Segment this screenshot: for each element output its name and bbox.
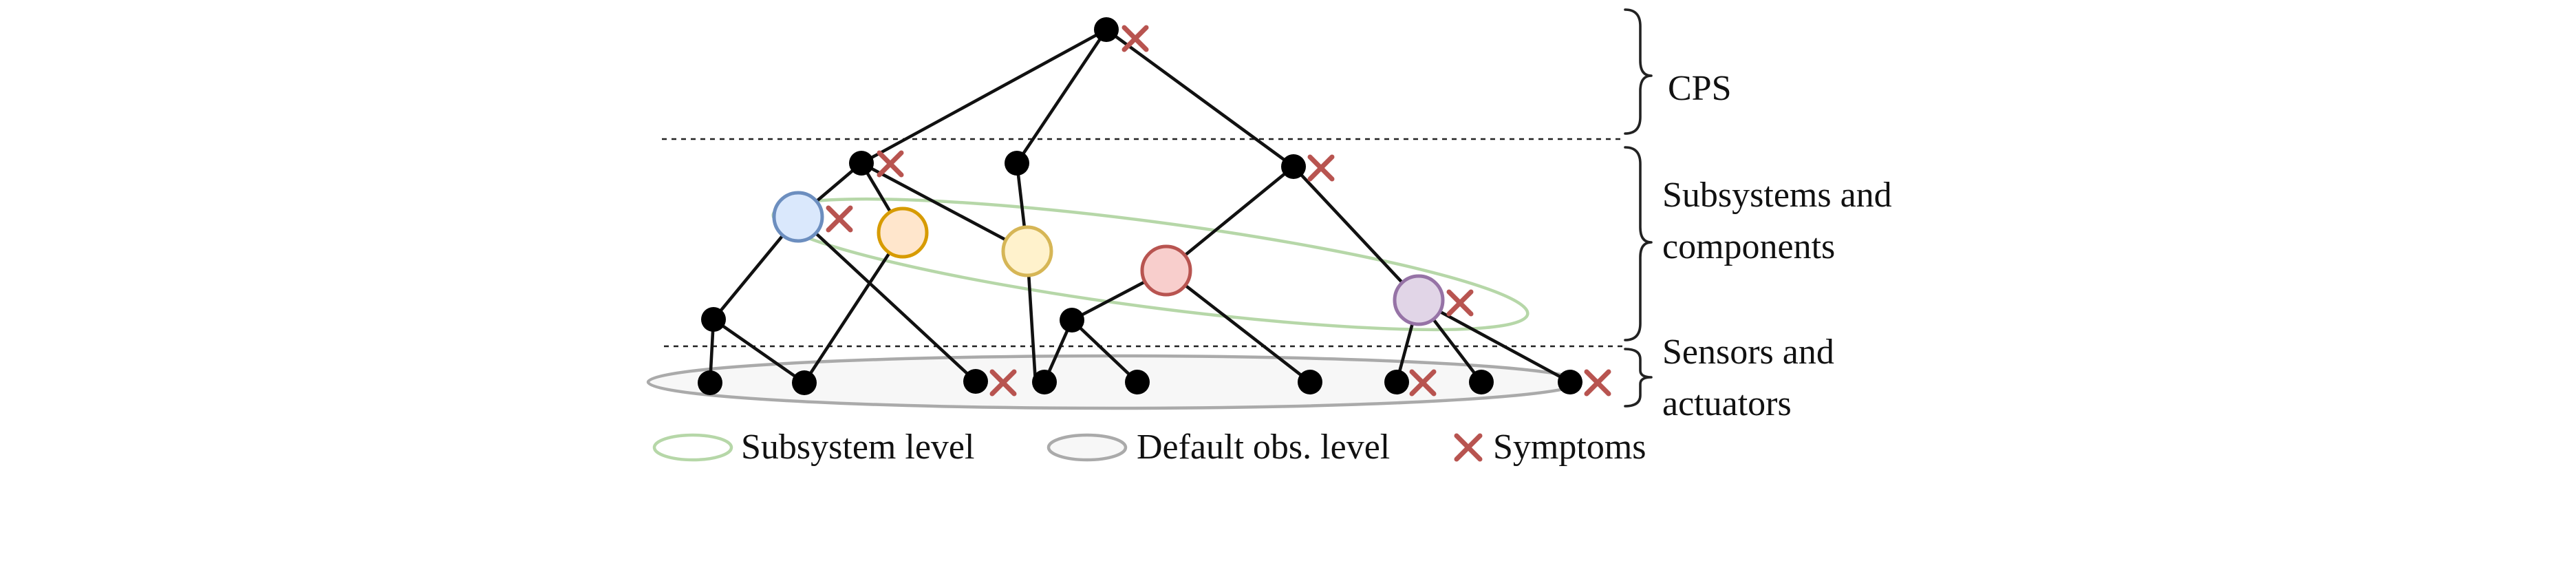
sensor-node [1469,370,1494,394]
symptom-cross-icon [826,205,853,233]
component-node-purple [1393,274,1445,326]
edge [802,231,905,385]
edge [859,161,1029,253]
legend-default-ellipse [1046,433,1128,462]
subsystems-label-line-1: Subsystems and [1662,176,1892,215]
edges [708,28,1572,385]
sensors-label-line-2: actuators [1662,384,1792,423]
symptom-cross-icon [1409,369,1437,397]
symptom-cross-icon [877,150,904,178]
edge [1164,268,1312,384]
legend-symptoms-label: Symptoms [1493,427,1646,467]
edge [796,215,978,383]
subsystem-node-right [1281,154,1306,179]
sensor-node [1558,370,1582,394]
sensor-node [792,370,817,395]
subsystems-label-line-2: components [1662,227,1835,266]
symptom-markers [826,25,1611,397]
component-nodes [772,191,1445,326]
component-node-yellow [1001,225,1053,277]
intermediate-node-middle [1060,308,1084,332]
component-node-red [1140,244,1192,297]
edge [1070,318,1139,384]
edge [1015,28,1108,165]
legend-default-label: Default obs. level [1137,427,1390,467]
sensors-label-line-1: Sensors and [1662,332,1834,372]
subsystems-brace [1624,146,1653,341]
legend-subsystem-label: Subsystem level [741,427,974,467]
default-observation-level-ellipse [646,354,1583,410]
symptom-cross-icon [989,369,1017,397]
component-node-orange [877,207,929,259]
sensors-brace [1624,348,1653,408]
root-node [1094,17,1119,42]
sensor-node [963,369,988,394]
legend-subsystem-ellipse [652,433,733,462]
symptom-cross-icon [1307,154,1335,182]
edge [1164,165,1296,273]
edge [859,28,1108,165]
sensor-node [698,370,722,395]
symptom-cross-icon [1584,369,1611,397]
legend: Subsystem level Default obs. level Sympt… [652,427,1646,467]
legend-symptom-cross-icon [1454,433,1483,462]
symptom-cross-icon [1446,289,1474,317]
subsystem-node-left [849,151,874,176]
sensor-node [1032,370,1057,394]
cps-label: CPS [1668,69,1732,108]
component-node-blue [772,191,824,243]
edge [711,317,806,385]
sensor-node [1298,370,1322,394]
sensor-node [1125,370,1150,394]
cps-brace [1624,8,1653,135]
sensor-node [1384,370,1409,394]
symptom-cross-icon [1121,25,1149,52]
nodes [698,17,1582,395]
subsystem-node-middle [1005,151,1029,176]
edge [1104,28,1296,169]
intermediate-node-left [701,307,726,332]
edge [1417,298,1572,384]
edge [1291,165,1421,302]
